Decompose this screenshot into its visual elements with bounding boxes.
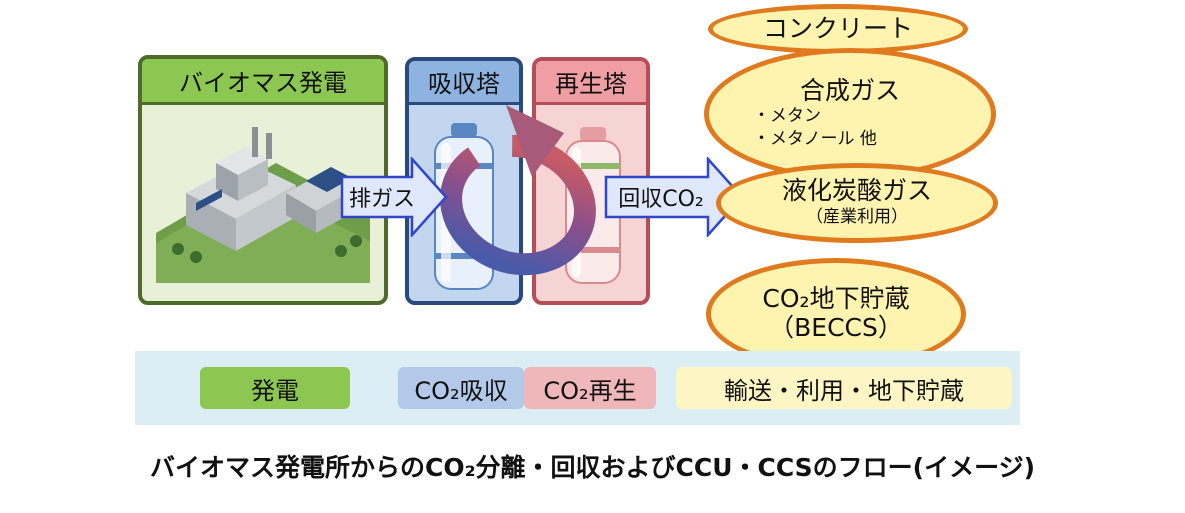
liquid-co2-ellipse: 液化炭酸ガス （産業利用）: [716, 163, 998, 243]
liquid-co2-title: 液化炭酸ガス: [781, 176, 932, 206]
concrete-title: コンクリート: [762, 13, 913, 43]
circulation-loop-icon: [440, 105, 596, 276]
syngas-item-methane: ・メタン: [753, 106, 821, 127]
liquid-co2-sub: （産業利用）: [806, 206, 908, 227]
storage-sub: （BECCS）: [769, 313, 903, 342]
legend-transport: 輸送・利用・地下貯蔵: [676, 367, 1012, 409]
syngas-title: 合成ガス: [799, 75, 900, 105]
exhaust-arrow-icon: [340, 157, 448, 237]
legend-absorb: CO₂吸収: [398, 367, 524, 409]
legend-regen: CO₂再生: [524, 367, 656, 409]
regenerator-title: 再生塔: [536, 61, 646, 105]
absorber-title: 吸収塔: [409, 61, 519, 105]
storage-title: CO₂地下貯蔵: [762, 284, 910, 314]
power-plant-illustration: [156, 127, 370, 283]
syngas-ellipse: 合成ガス ・メタン ・メタノール 他: [704, 48, 996, 180]
plant-title: バイオマス発電: [142, 59, 384, 105]
concrete-ellipse: コンクリート: [708, 4, 968, 54]
recovered-co2-label: 回収CO₂: [618, 187, 704, 212]
syngas-item-methanol: ・メタノール 他: [753, 129, 877, 150]
exhaust-label: 排ガス: [348, 187, 415, 212]
biomass-plant-panel: バイオマス発電: [138, 55, 388, 305]
legend-power: 発電: [200, 367, 350, 409]
figure-caption: バイオマス発電所からのCO₂分離・回収およびCCU・CCSのフロー(イメージ): [149, 453, 1036, 482]
